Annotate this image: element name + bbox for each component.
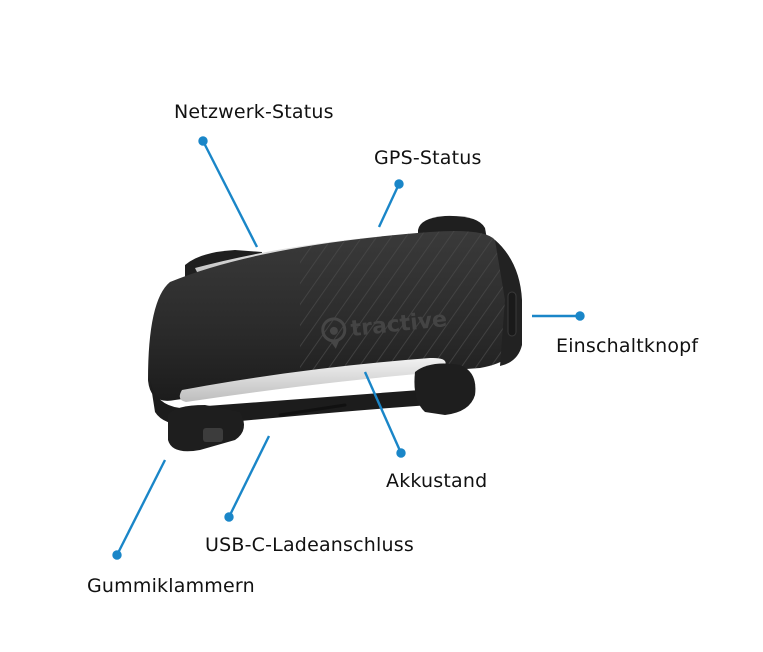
battery-light-strip — [179, 357, 446, 402]
label-rubber-clips: Gummiklammern — [87, 575, 255, 597]
callout-line-usb — [227, 435, 271, 518]
power-button[interactable] — [507, 291, 517, 337]
callout-line-clips — [115, 459, 167, 556]
callouts — [112, 136, 585, 560]
callout-dot-power — [575, 311, 585, 321]
callout-dot-gps — [394, 179, 404, 189]
label-battery-level: Akkustand — [386, 470, 488, 492]
label-usb-c-port: USB-C-Ladeanschluss — [205, 534, 414, 556]
rubber-clip-front-left — [168, 405, 244, 452]
callout-dot-clips — [112, 550, 122, 560]
callout-dot-usb — [224, 512, 234, 522]
callout-dot-battery — [396, 448, 406, 458]
callout-line-battery — [363, 371, 403, 454]
rubber-clip-front-right — [414, 363, 476, 415]
paw-icon — [329, 326, 338, 335]
label-network-status: Netzwerk-Status — [174, 101, 334, 123]
callout-line-gps — [377, 183, 401, 228]
callout-line-network — [201, 140, 259, 248]
callout-dot-network — [198, 136, 208, 146]
label-gps-status: GPS-Status — [374, 147, 482, 169]
usb-c-port — [278, 403, 347, 417]
label-power-button: Einschaltknopf — [556, 335, 699, 357]
